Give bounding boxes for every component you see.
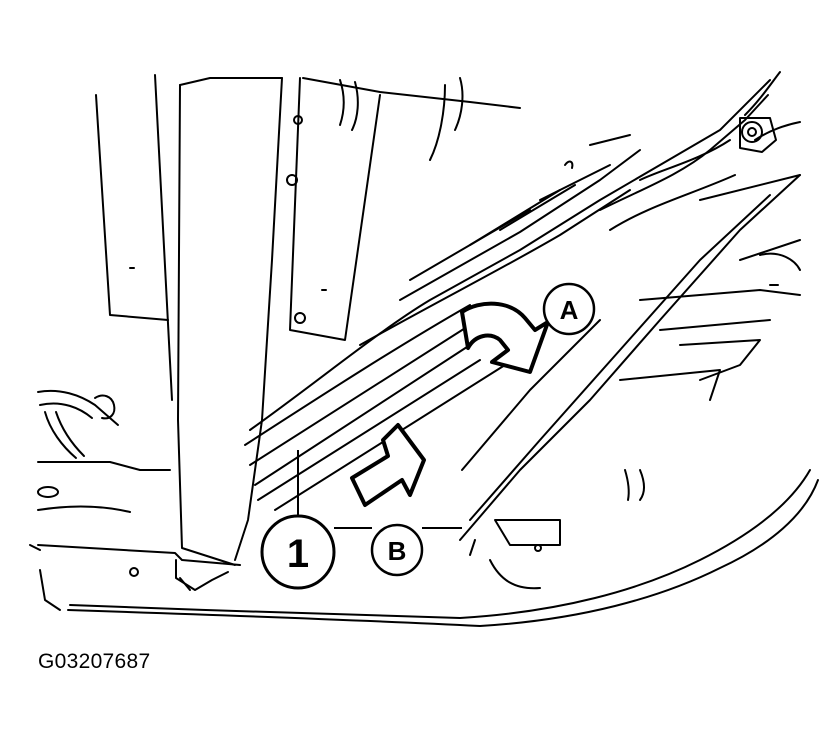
- callout-b: B: [370, 523, 424, 577]
- background-panel: [95, 74, 173, 401]
- wiring-harness: [29, 389, 241, 566]
- main-panel: [129, 77, 283, 591]
- rotation-arrow-a: [460, 301, 550, 374]
- push-arrow-b: [350, 423, 426, 507]
- callout-1-label: 1: [287, 532, 309, 576]
- callout-b-label: B: [388, 536, 407, 566]
- frame-rail-upper: [599, 71, 801, 231]
- frame-rail-lower: [459, 174, 801, 552]
- callout-1: 1: [260, 514, 336, 590]
- callout-a-label: A: [560, 295, 579, 325]
- hinge-bracket: [286, 77, 521, 341]
- seat-track-rail: [244, 79, 771, 511]
- callout-a: A: [542, 282, 596, 336]
- side-mechanism: [619, 239, 801, 501]
- floor-outline: [39, 469, 819, 627]
- figure-id: G03207687: [38, 650, 151, 673]
